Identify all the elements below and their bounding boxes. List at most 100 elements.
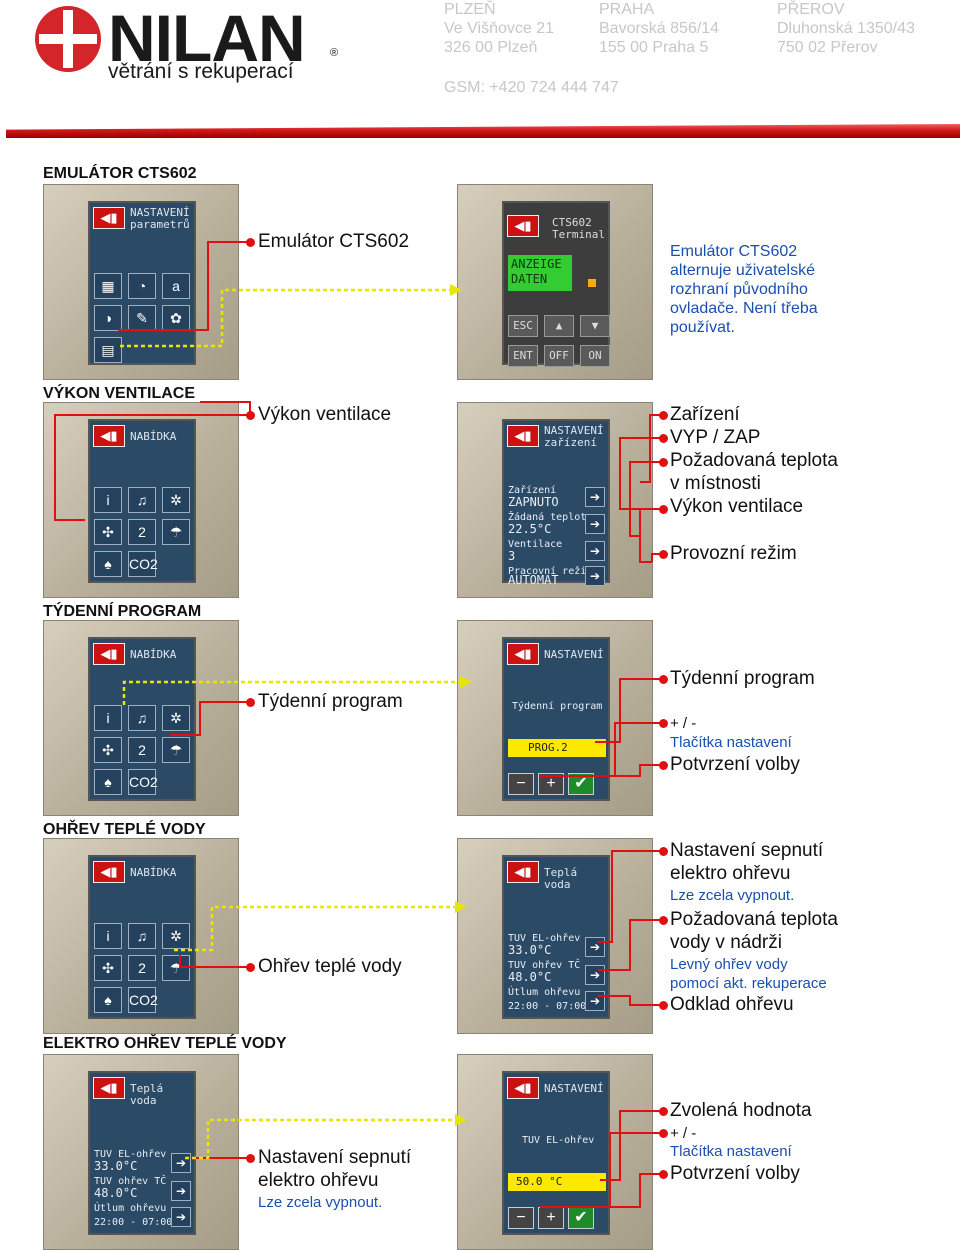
wrench-icon[interactable]: ✎ (128, 305, 156, 331)
info-icon[interactable]: i (94, 487, 122, 513)
minus-button[interactable]: − (508, 1207, 534, 1229)
back-arrow-icon[interactable]: ◀▮ (93, 207, 125, 229)
back-arrow-icon[interactable]: ◀▮ (507, 425, 539, 447)
edit-arrow-icon[interactable]: ➔ (171, 1207, 191, 1227)
callout-lze-vypnout: Lze zcela vypnout. (670, 887, 795, 904)
week-calendar-icon[interactable]: 2 (128, 519, 156, 545)
touch-screen: ◀▮ NASTAVENÍ TUV EL-ohřev 50.0 °C − + ✔ (502, 1071, 610, 1235)
bell-icon[interactable]: ♫ (128, 705, 156, 731)
shower-icon[interactable]: ☂ (162, 737, 190, 763)
page-header: NILAN ® větrání s rekuperací PLZEŇ Ve Vi… (0, 0, 960, 150)
plus-button[interactable]: + (538, 773, 564, 795)
esc-button[interactable]: ESC (508, 315, 538, 337)
rezim-label: Pracovní režim (508, 566, 593, 577)
zarizeni-value: ZAPNUTO (508, 495, 559, 509)
co2-icon[interactable]: CO2 (128, 769, 158, 795)
screen-subtitle: Týdenní program (512, 701, 603, 712)
office-praha: PRAHA Bavorská 856/14 155 00 Praha 5 (599, 1, 720, 56)
edit-arrow-icon[interactable]: ➔ (585, 487, 605, 507)
on-button[interactable]: ON (580, 345, 610, 367)
edit-arrow-icon[interactable]: ➔ (585, 991, 605, 1011)
edit-arrow-icon[interactable]: ➔ (585, 937, 605, 957)
back-arrow-icon[interactable]: ◀▮ (93, 643, 125, 665)
utlum-label: Útlum ohřevu (94, 1203, 167, 1214)
callout-dot (659, 411, 668, 420)
edit-arrow-icon[interactable]: ➔ (171, 1181, 191, 1201)
back-arrow-icon[interactable]: ◀▮ (93, 425, 125, 447)
callout-plusminus-2: + / - (670, 1125, 697, 1142)
callout-dot (659, 719, 668, 728)
back-arrow-icon[interactable]: ◀▮ (507, 1077, 539, 1099)
edit-arrow-icon[interactable]: ➔ (585, 514, 605, 534)
device-nabidka-tydenni: ◀▮ NABÍDKA i ♫ ✲ ✣ 2 ☂ ♠ CO2 (43, 620, 239, 816)
bell-icon[interactable]: ♫ (128, 487, 156, 513)
teplota-value: 22.5°C (508, 522, 552, 536)
down-button[interactable]: ▼ (580, 315, 610, 337)
confirm-check-button[interactable]: ✔ (568, 773, 594, 795)
info-icon[interactable]: i (94, 705, 122, 731)
calendar-icon[interactable]: ▦ (94, 273, 122, 299)
fan-icon[interactable]: ✣ (94, 955, 122, 981)
gauge-icon[interactable]: ◑ (94, 305, 122, 331)
back-arrow-icon[interactable]: ◀▮ (507, 215, 539, 237)
abc-icon[interactable]: a (162, 273, 190, 299)
clock-icon[interactable]: ◔ (128, 273, 156, 299)
minus-button[interactable]: − (508, 773, 534, 795)
confirm-check-button[interactable]: ✔ (568, 1207, 594, 1229)
bell-icon[interactable]: ♫ (128, 923, 156, 949)
week-calendar-icon[interactable]: 2 (128, 955, 156, 981)
callout-zvolena: Zvolená hodnota (670, 1100, 812, 1121)
back-arrow-icon[interactable]: ◀▮ (93, 861, 125, 883)
edit-arrow-icon[interactable]: ➔ (585, 541, 605, 561)
callout-tlacitka: Tlačítka nastavení (670, 734, 792, 751)
callout-dot (659, 458, 668, 467)
back-arrow-icon[interactable]: ◀▮ (507, 861, 539, 883)
back-arrow-icon[interactable]: ◀▮ (93, 1077, 125, 1099)
co2-icon[interactable]: CO2 (128, 987, 158, 1013)
drops-icon[interactable]: ♠ (94, 769, 122, 795)
tuv-el-label: TUV EL-ohřev (94, 1149, 167, 1160)
touch-screen: ◀▮ Teplá voda TUV EL-ohřev 33.0°C TUV oh… (88, 1071, 196, 1235)
plus-button[interactable]: + (538, 1207, 564, 1229)
info-icon[interactable]: i (94, 923, 122, 949)
gear-icon[interactable]: ✲ (162, 705, 190, 731)
service-icon[interactable]: ✿ (162, 305, 190, 331)
week-calendar-icon[interactable]: 2 (128, 737, 156, 763)
shower-icon[interactable]: ☂ (162, 955, 190, 981)
temperature-value: 50.0 °C (508, 1173, 606, 1191)
gsm-number: GSM: +420 724 444 747 (444, 79, 619, 96)
drops-icon[interactable]: ♠ (94, 987, 122, 1013)
callout-emulator: Emulátor CTS602 (258, 231, 410, 252)
callout-potvrzeni-2: Potvrzení volby (670, 1163, 800, 1184)
up-button[interactable]: ▲ (544, 315, 574, 337)
edit-arrow-icon[interactable]: ➔ (585, 965, 605, 985)
back-arrow-icon[interactable]: ◀▮ (507, 643, 539, 665)
fan-icon[interactable]: ✣ (94, 737, 122, 763)
drops-icon[interactable]: ♠ (94, 551, 122, 577)
gear-icon[interactable]: ✲ (162, 923, 190, 949)
fan-icon[interactable]: ✣ (94, 519, 122, 545)
callout-tydenni-right: Týdenní program (670, 668, 815, 689)
tuv-tc-value: 48.0°C (94, 1186, 138, 1200)
device-tepla-voda-2: ◀▮ Teplá voda TUV EL-ohřev 33.0°C TUV oh… (43, 1054, 239, 1250)
callout-dot (659, 1001, 668, 1010)
emulator-icon[interactable]: ▤ (94, 337, 122, 363)
tuv-tc-value: 48.0°C (508, 970, 552, 984)
edit-arrow-icon[interactable]: ➔ (585, 566, 605, 586)
ent-button[interactable]: ENT (508, 345, 538, 367)
off-button[interactable]: OFF (544, 345, 574, 367)
callout-dot (246, 411, 255, 420)
gear-icon[interactable]: ✲ (162, 487, 190, 513)
section-title-vykon: VÝKON VENTILACE (43, 385, 196, 402)
teplota-label: Žádaná teplota (508, 512, 593, 523)
edit-arrow-icon[interactable]: ➔ (171, 1153, 191, 1173)
screen-subtitle: TUV EL-ohřev (522, 1135, 595, 1146)
co2-icon[interactable]: CO2 (128, 551, 158, 577)
shower-icon[interactable]: ☂ (162, 519, 190, 545)
